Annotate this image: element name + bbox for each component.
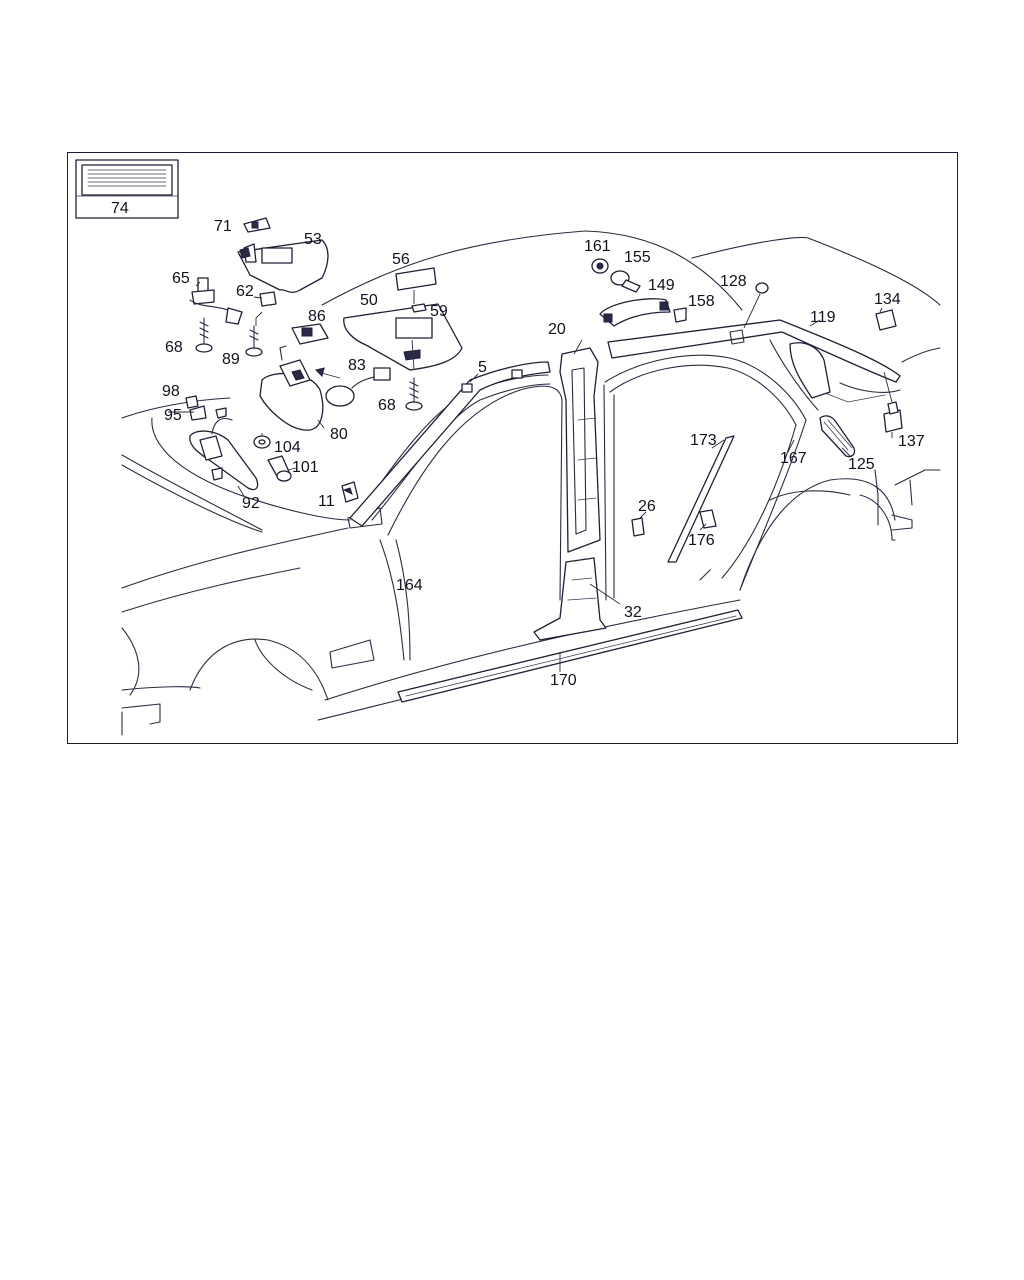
- sill-trim-170: [397, 609, 743, 703]
- callout-167: 167: [780, 450, 807, 467]
- callout-20: 20: [548, 321, 566, 338]
- clip-137: [883, 371, 903, 433]
- bolt-101: [267, 455, 292, 482]
- clip-134: [875, 309, 897, 331]
- callout-62: 62: [236, 283, 254, 300]
- label-plate-74: [75, 159, 179, 219]
- callout-98: 98: [162, 383, 180, 400]
- screw-68b: [405, 377, 423, 411]
- screw-155: [610, 270, 641, 293]
- grommet-161: [591, 258, 609, 274]
- clip-71: [243, 217, 271, 233]
- callout-53: 53: [304, 231, 322, 248]
- callout-176: 176: [688, 532, 715, 549]
- clip-176: [699, 509, 717, 529]
- callout-68b: 68: [378, 397, 396, 414]
- callout-104: 104: [274, 439, 301, 456]
- clip-98: [185, 395, 199, 409]
- callout-128: 128: [720, 273, 747, 290]
- b-pillar-trim-20: [559, 347, 601, 553]
- cable-83: [315, 367, 391, 407]
- callout-101: 101: [292, 459, 319, 476]
- vanity-mirror-56: [395, 267, 437, 291]
- callout-164: 164: [396, 577, 423, 594]
- callout-26: 26: [638, 498, 656, 515]
- callout-161: 161: [584, 238, 611, 255]
- screw-68a: [195, 317, 213, 353]
- sun-visor-50: [343, 303, 463, 371]
- callout-74: 74: [111, 200, 129, 217]
- lamp-59: [411, 303, 427, 313]
- callout-11: 11: [318, 493, 335, 510]
- a-pillar-trim-5: [349, 361, 551, 527]
- b-pillar-trim-32: [533, 557, 607, 641]
- callout-71: 71: [214, 218, 232, 235]
- callout-173: 173: [690, 432, 717, 449]
- callout-170: 170: [550, 672, 577, 689]
- callout-65: 65: [172, 270, 190, 287]
- callout-89: 89: [222, 351, 240, 368]
- leader-lines: [168, 222, 893, 672]
- strip-173: [667, 435, 735, 563]
- grab-handle-149: [599, 298, 671, 327]
- callout-155: 155: [624, 249, 651, 266]
- callout-95: 95: [164, 407, 182, 424]
- callout-59: 59: [430, 303, 448, 320]
- clip-11: [341, 481, 359, 503]
- callout-86: 86: [308, 308, 326, 325]
- callout-labels: 74 71 53 65 62 68 89 86 56 50 59 83 68 8…: [111, 200, 925, 689]
- cable-bracket-65: [189, 277, 243, 325]
- clip-158: [673, 307, 687, 323]
- callout-158: 158: [688, 293, 715, 310]
- screw-89: [245, 325, 263, 357]
- clip-26: [631, 517, 645, 537]
- callout-68a: 68: [165, 339, 183, 356]
- callout-134: 134: [874, 291, 901, 308]
- callout-80: 80: [330, 426, 348, 443]
- callout-119: 119: [810, 309, 836, 326]
- clip-86: [291, 323, 329, 345]
- callout-32: 32: [624, 604, 642, 621]
- clip-62: [259, 291, 277, 307]
- interior-mirror-80: [259, 345, 324, 431]
- clip-128: [743, 282, 769, 329]
- callout-125: 125: [848, 456, 875, 473]
- callout-137: 137: [898, 433, 925, 450]
- vent-grille-125: [819, 415, 856, 458]
- callout-50: 50: [360, 292, 378, 309]
- callout-149: 149: [648, 277, 675, 294]
- washer-104: [253, 435, 271, 449]
- rear-view-mirror-92: [189, 417, 259, 491]
- callout-92: 92: [242, 495, 260, 512]
- sun-visor-53: [237, 239, 329, 293]
- callout-5: 5: [478, 359, 487, 376]
- clip-95: [189, 405, 227, 421]
- callout-83: 83: [348, 357, 366, 374]
- callout-56: 56: [392, 251, 410, 268]
- roof-trim-119: [607, 319, 901, 411]
